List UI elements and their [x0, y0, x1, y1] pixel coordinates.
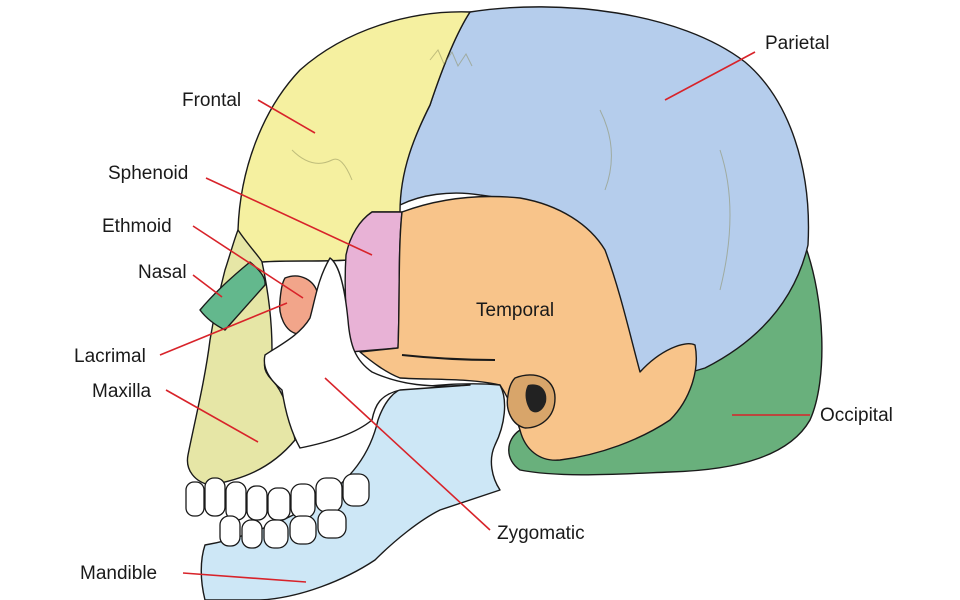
nasal-leader [192, 274, 223, 298]
tooth [267, 487, 291, 521]
label-mandible: Mandible [80, 563, 157, 584]
suture-texture [291, 49, 731, 291]
mandible-leader [182, 572, 307, 583]
tooth [219, 515, 241, 547]
frontal-bone [237, 11, 471, 263]
tooth [317, 509, 347, 539]
nasal-bone [199, 261, 266, 331]
teeth [185, 473, 370, 549]
label-occipital: Occipital [820, 405, 893, 426]
tooth [342, 473, 370, 507]
ear-canal-shadow [525, 384, 547, 413]
tooth [204, 477, 226, 517]
tooth [289, 515, 317, 545]
sphenoid-leader [205, 177, 373, 256]
zygomatic-bone [263, 257, 471, 449]
label-sphenoid: Sphenoid [108, 163, 188, 184]
tooth [290, 483, 316, 519]
label-maxilla: Maxilla [92, 381, 152, 402]
maxilla-leader [165, 389, 259, 443]
tooth [225, 481, 247, 521]
tooth [241, 519, 263, 549]
zygomatic-leader [324, 377, 491, 531]
label-zygomatic: Zygomatic [497, 523, 585, 544]
leader-lines [159, 51, 810, 583]
zygomatic-arch-line [401, 354, 496, 361]
frontal-leader [257, 99, 316, 134]
sphenoid-bone [344, 211, 403, 353]
parietal-leader [664, 51, 756, 101]
temporal-bone [359, 195, 697, 461]
label-temporal: Temporal [476, 300, 554, 321]
label-nasal: Nasal [138, 262, 187, 283]
ethmoid-leader [192, 225, 304, 299]
tooth [246, 485, 268, 521]
label-lacrimal: Lacrimal [74, 346, 146, 367]
label-parietal: Parietal [765, 33, 829, 54]
tooth [185, 481, 205, 517]
tooth [315, 477, 343, 513]
lacrimal-leader [159, 302, 288, 356]
label-ethmoid: Ethmoid [102, 216, 172, 237]
tooth [263, 519, 289, 549]
label-frontal: Frontal [182, 90, 241, 111]
